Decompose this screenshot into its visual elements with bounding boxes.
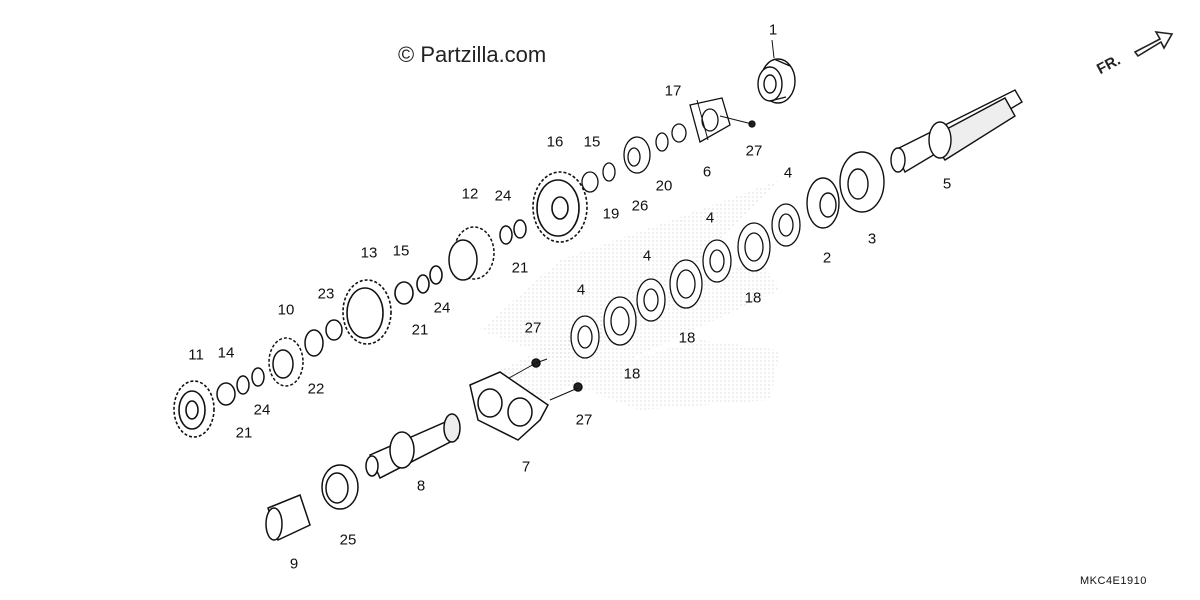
part-10-gear: [216, 319, 343, 406]
part-label-26[interactable]: 26: [631, 197, 649, 215]
part-label-4-b[interactable]: 4: [705, 209, 715, 227]
part-label-14[interactable]: 14: [217, 344, 235, 362]
brand-wing-watermark: [480, 180, 780, 410]
front-direction-arrow: [1133, 31, 1174, 58]
part-3-hub: [839, 151, 885, 213]
part-label-13[interactable]: 13: [360, 244, 378, 262]
part-11-gear: [173, 380, 215, 438]
part-label-5[interactable]: 5: [942, 175, 952, 193]
part-label-7[interactable]: 7: [521, 458, 531, 476]
diagram-code: MKC4E1910: [1080, 575, 1147, 587]
part-8-shaft: [365, 413, 461, 480]
part-label-18-a[interactable]: 18: [744, 289, 762, 307]
part-label-27-b[interactable]: 27: [524, 319, 542, 337]
part-label-2[interactable]: 2: [822, 249, 832, 267]
part-label-3[interactable]: 3: [867, 230, 877, 248]
leader-lines: [508, 39, 775, 401]
part-label-27-c[interactable]: 27: [575, 411, 593, 429]
upper-small-parts: [581, 97, 756, 193]
part-label-6[interactable]: 6: [702, 163, 712, 181]
part-label-9[interactable]: 9: [289, 555, 299, 573]
part-label-12[interactable]: 12: [461, 185, 479, 203]
part-label-18-b[interactable]: 18: [678, 329, 696, 347]
part-label-17[interactable]: 17: [664, 82, 682, 100]
part-7-holder: [469, 358, 583, 441]
part-label-21-b[interactable]: 21: [411, 321, 429, 339]
part-label-19[interactable]: 19: [602, 205, 620, 223]
part-12-gear: [448, 219, 527, 281]
part-13-gear: [342, 265, 443, 345]
part-label-16[interactable]: 16: [546, 133, 564, 151]
part-label-4-d[interactable]: 4: [576, 281, 586, 299]
clutch-discs: [570, 203, 801, 359]
part-label-4-c[interactable]: 4: [642, 247, 652, 265]
part-label-25[interactable]: 25: [339, 531, 357, 549]
part-2-plate: [806, 177, 840, 229]
part-label-15-b[interactable]: 15: [583, 133, 601, 151]
part-16-gear: [532, 171, 588, 243]
part-1-bearing: [757, 58, 796, 104]
part-label-10[interactable]: 10: [277, 301, 295, 319]
part-25-bearing: [321, 464, 359, 510]
part-label-18-c[interactable]: 18: [623, 365, 641, 383]
part-label-23[interactable]: 23: [317, 285, 335, 303]
part-label-22[interactable]: 22: [307, 380, 325, 398]
part-label-4-a[interactable]: 4: [783, 164, 793, 182]
part-label-27-a[interactable]: 27: [745, 142, 763, 160]
part-label-24-c[interactable]: 24: [253, 401, 271, 419]
part-9-collar: [265, 494, 311, 542]
part-label-21-c[interactable]: 21: [235, 424, 253, 442]
part-label-11[interactable]: 11: [188, 346, 204, 364]
part-label-21-a[interactable]: 21: [511, 259, 529, 277]
part-label-15-a[interactable]: 15: [392, 242, 410, 260]
part-label-1[interactable]: 1: [768, 21, 778, 39]
part-label-20[interactable]: 20: [655, 177, 673, 195]
part-label-24-a[interactable]: 24: [494, 187, 512, 205]
part-5-shaft: [890, 89, 1023, 174]
watermark-text: © Partzilla.com: [398, 42, 547, 67]
part-label-24-b[interactable]: 24: [433, 299, 451, 317]
part-label-8[interactable]: 8: [416, 477, 426, 495]
